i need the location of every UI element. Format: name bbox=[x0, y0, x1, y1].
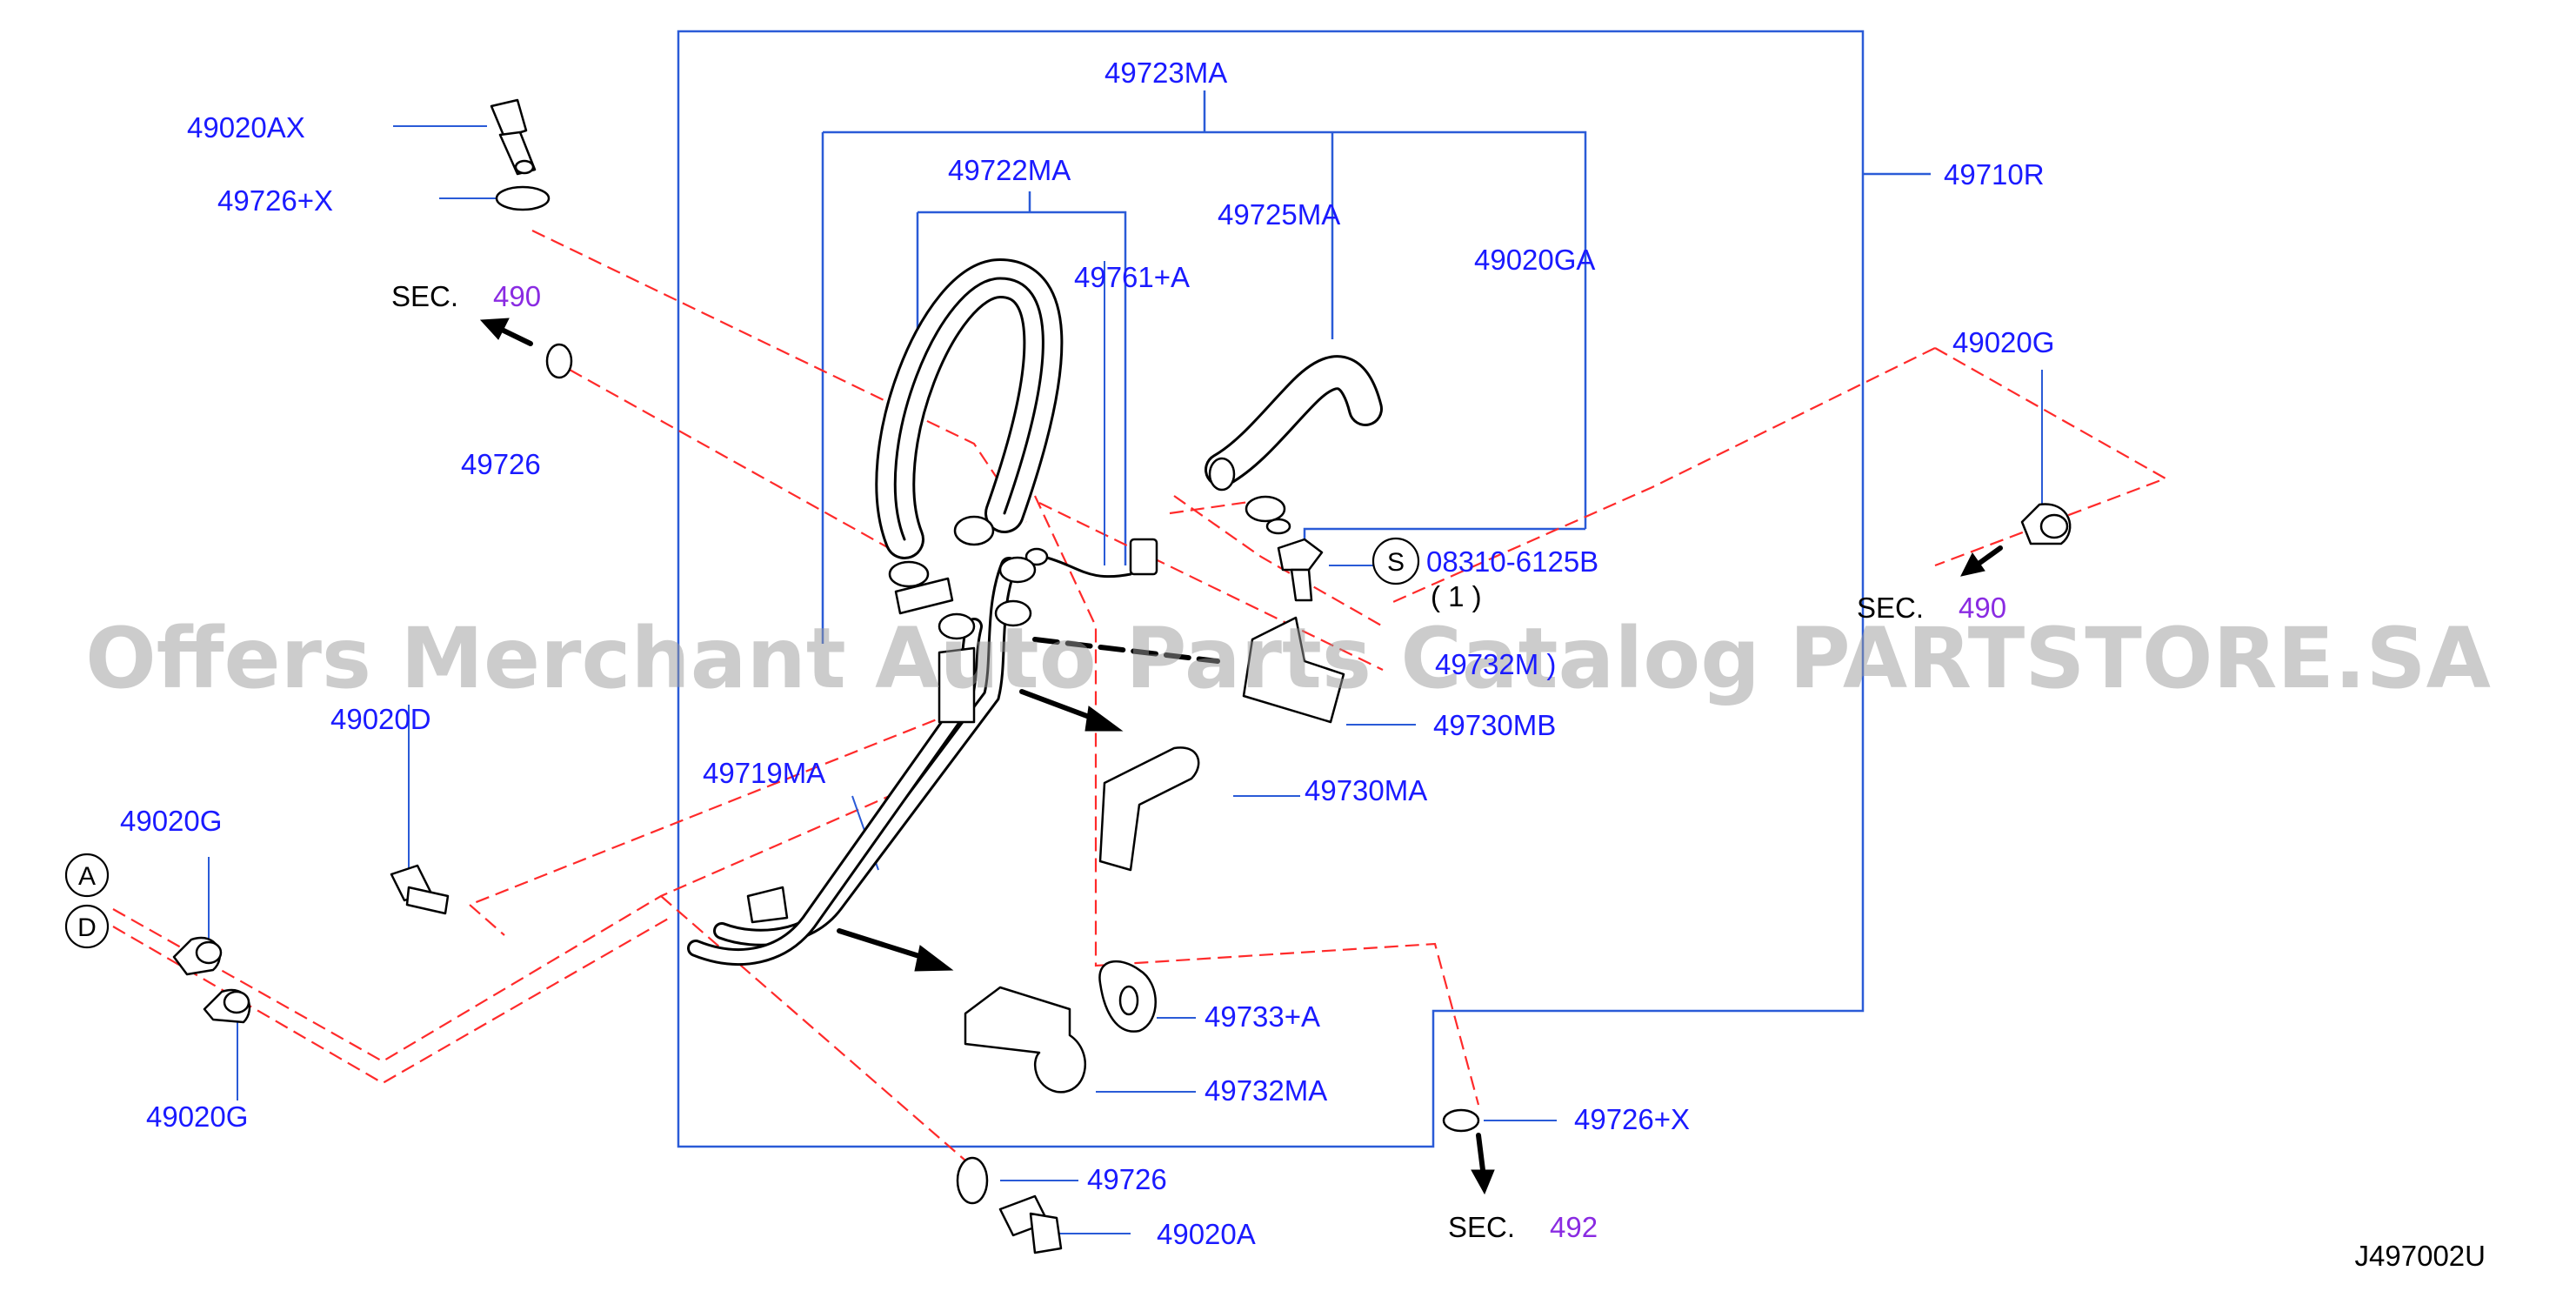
label-49020g-right[interactable]: 49020G bbox=[1952, 326, 2054, 358]
circle-marker-d: D bbox=[64, 904, 110, 949]
bracket-49732ma bbox=[964, 986, 1086, 1094]
label-49726x-bottom[interactable]: 49726+X bbox=[1574, 1103, 1690, 1135]
direction-arrows bbox=[479, 318, 2003, 1195]
svg-text:A: A bbox=[78, 862, 96, 891]
clip-left-bottom bbox=[203, 988, 251, 1024]
label-49020g-left-bottom[interactable]: 49020G bbox=[146, 1100, 248, 1133]
label-49730ma[interactable]: 49730MA bbox=[1305, 774, 1427, 806]
watermark: Offers Merchant Auto Parts Catalog PARTS… bbox=[85, 610, 2491, 707]
label-49020g-left-top[interactable]: 49020G bbox=[120, 805, 222, 837]
label-49020d[interactable]: 49020D bbox=[330, 703, 431, 735]
sensor-wire bbox=[1024, 538, 1158, 579]
diagram-code: J497002U bbox=[2355, 1240, 2486, 1272]
leader-lines bbox=[208, 125, 2043, 1234]
sec-link-492-bottom[interactable]: 492 bbox=[1550, 1211, 1598, 1243]
label-49726-bottom[interactable]: 49726 bbox=[1087, 1163, 1167, 1195]
label-49719ma[interactable]: 49719MA bbox=[703, 757, 825, 789]
bracket-49730ma bbox=[1098, 746, 1200, 872]
svg-text:D: D bbox=[77, 913, 97, 942]
label-49730mb[interactable]: 49730MB bbox=[1433, 709, 1556, 741]
label-49723ma[interactable]: 49723MA bbox=[1104, 57, 1227, 89]
washer-top bbox=[495, 185, 551, 211]
banjo-bolt-bottom bbox=[998, 1194, 1063, 1254]
pipe-assembly bbox=[687, 515, 1037, 966]
washer-bottom bbox=[956, 1156, 989, 1205]
sec-word-right: SEC. bbox=[1857, 592, 1924, 624]
sec-link-490-top-left[interactable]: 490 bbox=[493, 280, 541, 312]
assembly-frames bbox=[677, 30, 1931, 1148]
washer-left bbox=[545, 343, 573, 379]
label-49732m[interactable]: 49732M ) bbox=[1435, 648, 1556, 680]
label-08310-6125b[interactable]: 08310-6125B bbox=[1426, 545, 1598, 578]
part-drawings bbox=[172, 98, 2072, 1254]
label-49020ax[interactable]: 49020AX bbox=[187, 111, 305, 144]
bolt-08310 bbox=[1277, 538, 1324, 602]
sec-word-bottom: SEC. bbox=[1448, 1211, 1515, 1243]
label-49710r[interactable]: 49710R bbox=[1944, 158, 2045, 191]
label-49722ma[interactable]: 49722MA bbox=[948, 154, 1071, 186]
label-08310-qty: ( 1 ) bbox=[1431, 580, 1482, 612]
banjo-bolt-top bbox=[490, 98, 537, 176]
grommet-49733a bbox=[1098, 960, 1157, 1033]
label-49726-left[interactable]: 49726 bbox=[461, 448, 541, 480]
label-49725ma[interactable]: 49725MA bbox=[1218, 198, 1340, 231]
bracket-49730mb bbox=[1242, 616, 1345, 724]
part-labels: 49020AX 49726+X 49726 49723MA 49722MA 49… bbox=[120, 57, 2054, 1250]
clip-right bbox=[2020, 503, 2072, 545]
circle-marker-s: S bbox=[1371, 537, 1420, 585]
label-49020ga[interactable]: 49020GA bbox=[1474, 244, 1595, 276]
bolt-49020d bbox=[390, 864, 450, 915]
label-49020a[interactable]: 49020A bbox=[1157, 1218, 1256, 1250]
svg-text:S: S bbox=[1387, 548, 1405, 577]
sec-link-490-right[interactable]: 490 bbox=[1959, 592, 2006, 624]
washer-bottom-right bbox=[1442, 1108, 1480, 1133]
sec-word-top-left: SEC. bbox=[391, 280, 458, 312]
hose-loop bbox=[875, 258, 1064, 559]
circle-marker-a: A bbox=[64, 853, 110, 898]
reference-lines bbox=[112, 230, 2168, 1184]
label-49726x-top[interactable]: 49726+X bbox=[217, 184, 333, 217]
clip-left-top bbox=[172, 936, 223, 976]
hose-short bbox=[1205, 355, 1383, 535]
label-49733a[interactable]: 49733+A bbox=[1205, 1000, 1320, 1033]
section-references: SEC. 490 SEC. 490 SEC. 492 bbox=[391, 280, 2006, 1243]
label-49732ma[interactable]: 49732MA bbox=[1205, 1074, 1327, 1107]
label-49761a[interactable]: 49761+A bbox=[1074, 261, 1190, 293]
